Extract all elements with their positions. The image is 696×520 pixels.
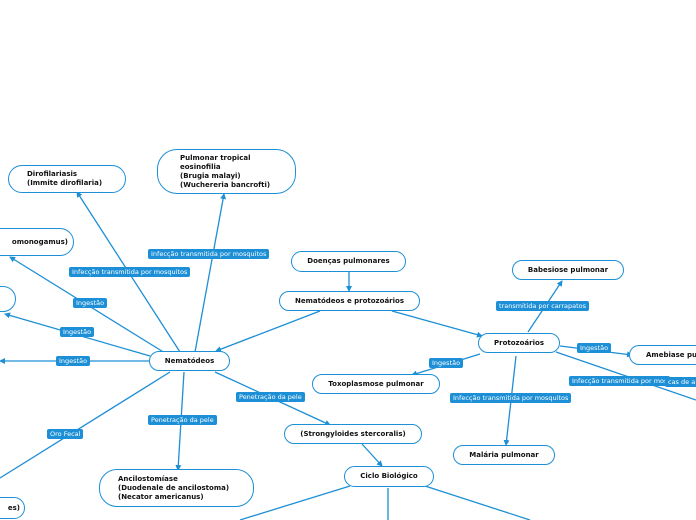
label-mosquito-malaria: Infecção transmitida por mosquitos bbox=[450, 393, 572, 403]
label-skin-penetration-2: Penetração da pele bbox=[236, 392, 305, 402]
node-babesiosis[interactable]: Babesiose pulmonar bbox=[512, 260, 624, 280]
edge-np-to-nematodes bbox=[215, 310, 321, 353]
node-ancylostomiasis[interactable]: Ancilostomíase (Duodenale de ancilostoma… bbox=[99, 469, 254, 507]
label-ticks: transmitida por carrapatos bbox=[496, 301, 590, 311]
edge-strongyloides-to-cycle bbox=[361, 443, 383, 467]
label-partial-cas: cas de a bbox=[665, 377, 696, 387]
node-biological-cycle[interactable]: Ciclo Biológico bbox=[344, 466, 434, 487]
node-strongyloides[interactable]: (Strongyloides stercoralis) bbox=[284, 424, 422, 444]
node-malaria[interactable]: Malária pulmonar bbox=[453, 445, 555, 465]
label-dirofilaria-mosquito: Infecção transmitida por mosquitos bbox=[69, 267, 191, 277]
edge-cycle-left bbox=[239, 485, 351, 520]
edge-cycle-right bbox=[424, 485, 531, 520]
node-protozoa[interactable]: Protozoários bbox=[478, 333, 560, 353]
label-ingestion-1: Ingestão bbox=[73, 298, 108, 308]
node-nematodes-protozoa[interactable]: Nematódeos e protozoários bbox=[279, 291, 420, 311]
node-left-partial-bottom[interactable]: es) bbox=[0, 497, 25, 519]
label-ingestion-3: Ingestão bbox=[56, 356, 91, 366]
label-mosquito-other: Infecção transmitida por mos bbox=[569, 376, 671, 386]
node-toxoplasmosis[interactable]: Toxoplasmose pulmonar bbox=[312, 374, 440, 394]
node-amebiasis[interactable]: Amebiase pu bbox=[629, 345, 696, 365]
label-filaria-mosquito: Infecção transmitida por mosquitos bbox=[148, 249, 270, 259]
node-nematodes[interactable]: Nematódeos bbox=[149, 351, 230, 371]
label-ingestion-protozoa: Ingestão bbox=[577, 343, 612, 353]
label-fecal-oral: Oro Fecal bbox=[47, 429, 84, 439]
edge-nematodes-to-tropical bbox=[194, 193, 227, 353]
node-root[interactable]: Doenças pulmonares bbox=[291, 251, 406, 272]
node-dirofilariasis[interactable]: Dirofilariasis (Immite dirofilaria) bbox=[8, 165, 126, 193]
edge-np-to-protozoa bbox=[391, 310, 483, 338]
label-skin-penetration-1: Penetração da pele bbox=[148, 415, 217, 425]
label-ingestion-2: Ingestão bbox=[60, 327, 95, 337]
edge-nematodes-to-left3 bbox=[0, 371, 171, 479]
node-tropical-eosinophilia[interactable]: Pulmonar tropical eosinofilia (Brugia ma… bbox=[157, 149, 296, 194]
label-ingestion-toxo: Ingestão bbox=[429, 358, 464, 368]
node-mammomonogamus[interactable]: omonogamus) bbox=[0, 228, 74, 256]
